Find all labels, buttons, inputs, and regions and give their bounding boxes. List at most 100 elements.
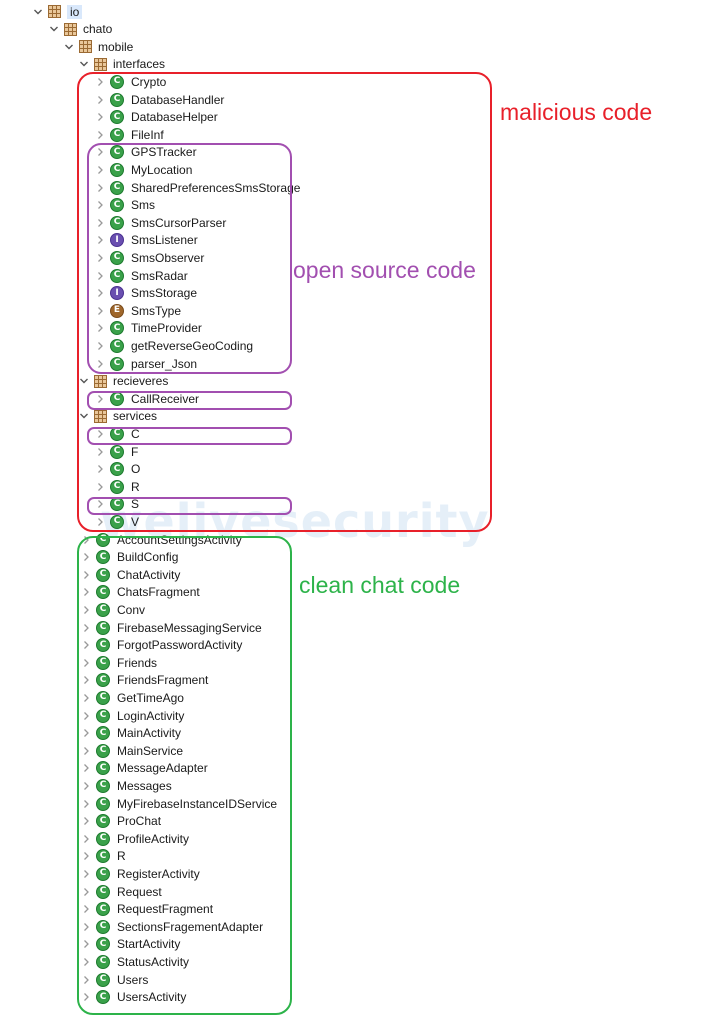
chevron-right-icon[interactable] (80, 762, 92, 774)
chevron-right-icon[interactable] (80, 692, 92, 704)
package-services[interactable]: services (78, 408, 157, 425)
chevron-right-icon[interactable] (94, 76, 106, 88)
package-io[interactable]: io (32, 3, 83, 20)
package-mobile[interactable]: mobile (63, 38, 133, 55)
chevron-right-icon[interactable] (94, 516, 106, 528)
chevron-right-icon[interactable] (94, 270, 106, 282)
chevron-right-icon[interactable] (80, 674, 92, 686)
chevron-right-icon[interactable] (94, 252, 106, 264)
chevron-right-icon[interactable] (80, 921, 92, 933)
chevron-right-icon[interactable] (94, 234, 106, 246)
chevron-down-icon[interactable] (32, 6, 44, 18)
chevron-right-icon[interactable] (80, 938, 92, 950)
chevron-right-icon[interactable] (80, 569, 92, 581)
chevron-right-icon[interactable] (80, 833, 92, 845)
package-chato[interactable]: chato (48, 21, 112, 38)
chevron-right-icon[interactable] (80, 903, 92, 915)
chevron-down-icon[interactable] (63, 41, 75, 53)
chevron-right-icon[interactable] (94, 481, 106, 493)
chevron-right-icon[interactable] (94, 111, 106, 123)
chevron-right-icon[interactable] (94, 164, 106, 176)
chevron-right-icon[interactable] (80, 639, 92, 651)
chevron-right-icon[interactable] (80, 886, 92, 898)
chevron-right-icon[interactable] (94, 217, 106, 229)
chevron-right-icon[interactable] (94, 446, 106, 458)
chevron-down-icon[interactable] (78, 375, 90, 387)
chevron-right-icon[interactable] (80, 815, 92, 827)
chevron-right-icon[interactable] (80, 798, 92, 810)
chevron-right-icon[interactable] (94, 463, 106, 475)
chevron-right-icon[interactable] (80, 956, 92, 968)
package-recieveres[interactable]: recieveres (78, 373, 168, 390)
chevron-right-icon[interactable] (94, 498, 106, 510)
chevron-right-icon[interactable] (80, 710, 92, 722)
chevron-right-icon[interactable] (94, 305, 106, 317)
chevron-right-icon[interactable] (94, 94, 106, 106)
chevron-right-icon[interactable] (94, 182, 106, 194)
chevron-right-icon[interactable] (94, 322, 106, 334)
chevron-right-icon[interactable] (94, 129, 106, 141)
chevron-right-icon[interactable] (80, 868, 92, 880)
chevron-down-icon[interactable] (78, 58, 90, 70)
chevron-right-icon[interactable] (94, 199, 106, 211)
chevron-down-icon[interactable] (48, 23, 60, 35)
chevron-right-icon[interactable] (80, 657, 92, 669)
chevron-right-icon[interactable] (94, 287, 106, 299)
chevron-right-icon[interactable] (80, 604, 92, 616)
chevron-right-icon[interactable] (94, 428, 106, 440)
chevron-right-icon[interactable] (80, 745, 92, 757)
chevron-right-icon[interactable] (80, 850, 92, 862)
chevron-down-icon[interactable] (78, 410, 90, 422)
chevron-right-icon[interactable] (80, 586, 92, 598)
package-interfaces[interactable]: interfaces (78, 56, 165, 73)
chevron-right-icon[interactable] (80, 622, 92, 634)
chevron-right-icon[interactable] (80, 974, 92, 986)
